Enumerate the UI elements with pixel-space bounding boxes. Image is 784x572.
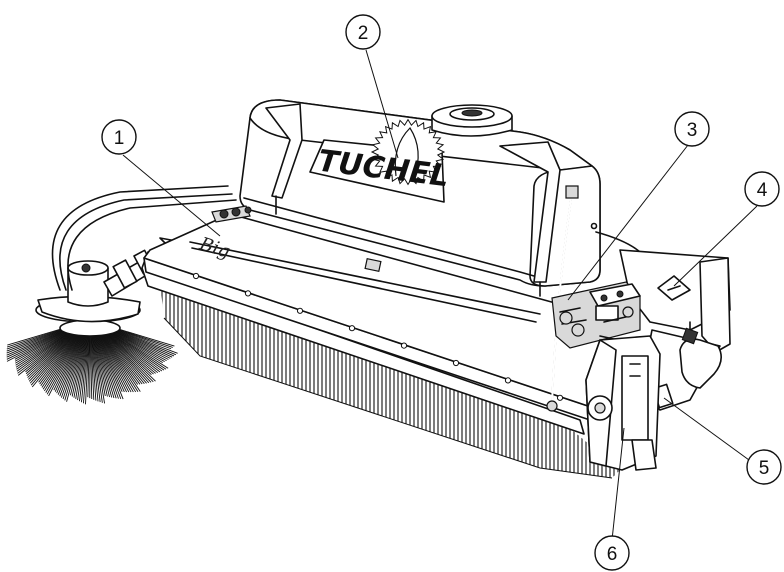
callout-5: 5 xyxy=(746,449,782,485)
leader-lines xyxy=(122,49,758,541)
callout-6-label: 6 xyxy=(607,544,618,565)
leader-line-5 xyxy=(663,397,750,461)
main-brush xyxy=(160,282,620,479)
side-brush xyxy=(6,249,178,405)
callout-1: 1 xyxy=(101,119,137,155)
callout-2-label: 2 xyxy=(358,23,369,44)
main-frame: Big xyxy=(141,205,611,435)
end-housing xyxy=(585,335,661,471)
leader-line-4 xyxy=(673,205,758,287)
callout-3: 3 xyxy=(674,111,710,147)
callout-4-label: 4 xyxy=(757,180,768,201)
callout-4: 4 xyxy=(744,171,780,207)
leader-line-2 xyxy=(365,49,399,159)
leader-line-1 xyxy=(122,154,221,237)
side-brush-hoses xyxy=(51,185,237,291)
callout-5-label: 5 xyxy=(759,458,770,479)
spray-nozzles xyxy=(211,205,252,223)
leader-line-6 xyxy=(611,427,625,541)
side-brush-bristles xyxy=(6,324,178,405)
callout-1-label: 1 xyxy=(114,128,125,149)
callout-2: 2 xyxy=(345,14,381,50)
hydraulic-valve-block xyxy=(551,281,641,349)
leader-line-3 xyxy=(567,144,689,301)
callout-6: 6 xyxy=(594,535,630,571)
callout-3-label: 3 xyxy=(687,120,698,141)
logo-sun-emblem xyxy=(370,118,446,186)
